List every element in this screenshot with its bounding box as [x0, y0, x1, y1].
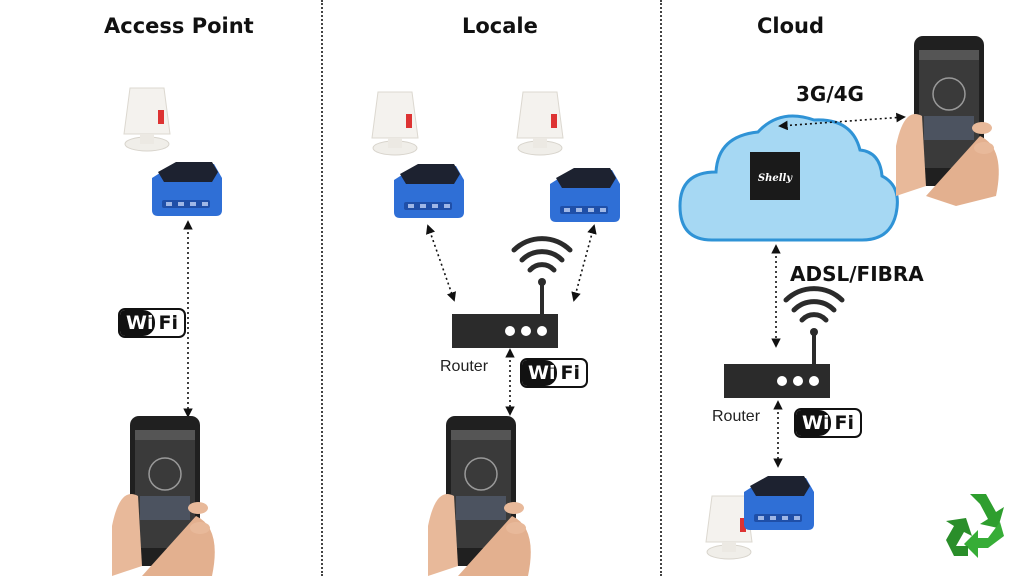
section-title-cloud: Cloud — [757, 14, 825, 38]
section-title-access-point: Access Point — [104, 14, 254, 38]
router-label: Router — [440, 358, 489, 375]
broadband-label: ADSL/FIBRA — [790, 262, 924, 286]
connection-arrow — [571, 224, 597, 302]
router-icon — [452, 239, 570, 348]
wifi-logo-wi: Wi — [120, 310, 156, 336]
smartphone-icon — [427, 415, 532, 576]
smartphone-icon — [111, 415, 216, 576]
section-divider — [660, 0, 662, 576]
connection-arrow — [778, 112, 906, 131]
router-icon — [724, 289, 842, 398]
cloud-icon: Shelly — [678, 114, 899, 242]
mobile-network-label: 3G/4G — [796, 82, 864, 106]
shelly-device-icon — [744, 476, 814, 530]
wifi-logo-wi: Wi — [796, 410, 832, 436]
router-label: Router — [712, 408, 761, 425]
lamp-icon — [516, 91, 564, 156]
wifi-logo-fi: Fi — [560, 362, 580, 384]
recycle-icon — [946, 494, 1004, 558]
shelly-device-icon — [550, 168, 620, 222]
section-title-locale: Locale — [462, 14, 538, 38]
section-divider — [321, 0, 323, 576]
wifi-logo-fi: Fi — [834, 412, 854, 434]
smartphone-icon — [895, 35, 1000, 207]
lamp-icon — [123, 87, 171, 152]
cloud-brand-logo: Shelly — [758, 173, 793, 184]
wifi-logo-wi: Wi — [522, 360, 558, 386]
shelly-device-icon — [394, 164, 464, 218]
shelly-device-icon — [152, 162, 222, 216]
wifi-logo-fi: Fi — [158, 312, 178, 334]
lamp-icon — [371, 91, 419, 156]
connection-arrow — [426, 224, 456, 302]
